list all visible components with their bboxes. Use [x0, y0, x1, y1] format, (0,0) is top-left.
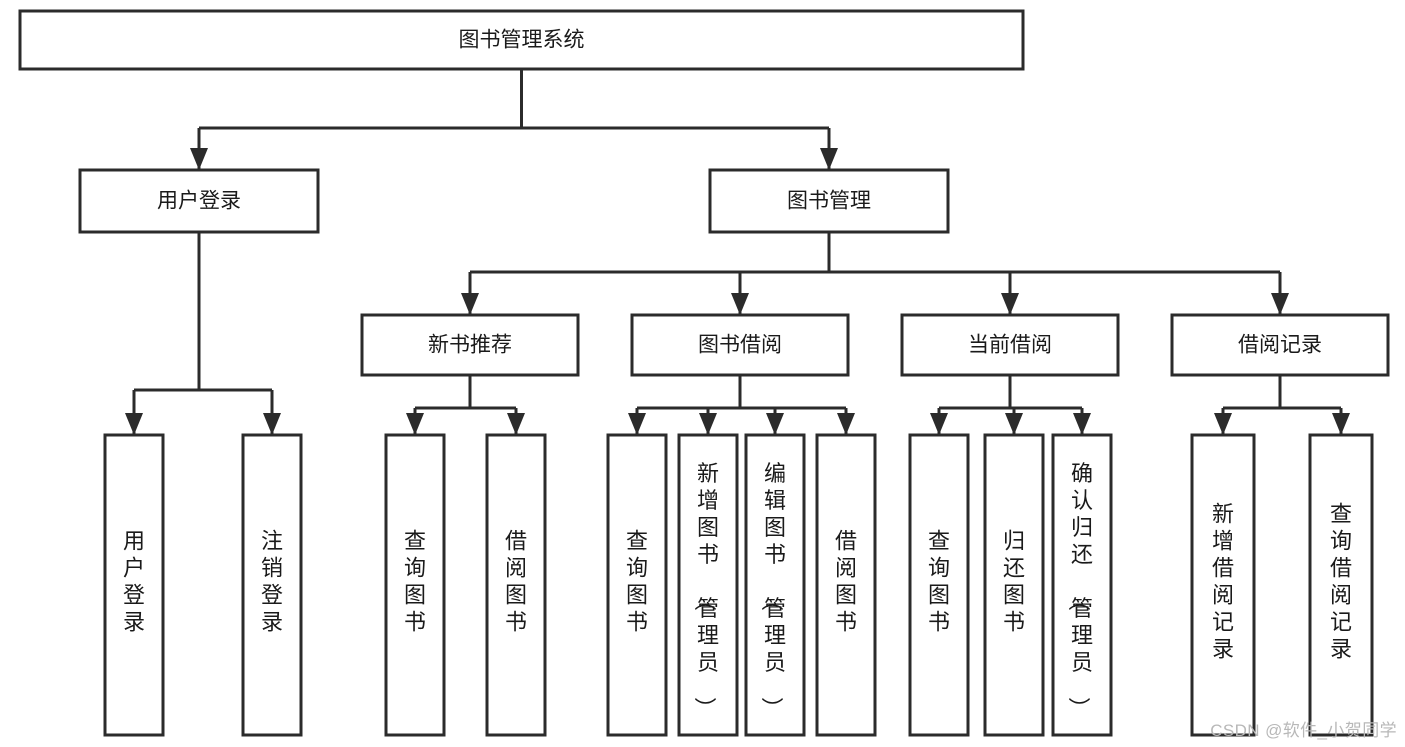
node-label: 编辑图书（管理员）: [759, 461, 786, 719]
node-label: 查询图书: [626, 529, 648, 635]
node-leaf-add-book[interactable]: 新增图书（管理员）: [677, 433, 739, 737]
node-borrow-record[interactable]: 借阅记录: [1170, 313, 1390, 377]
node-label: 用户登录: [157, 190, 241, 213]
node-box: [677, 433, 739, 737]
arrow-head-icon: [837, 413, 855, 435]
node-label: 新增借阅记录: [1212, 502, 1234, 662]
node-box: [708, 168, 950, 234]
node-leaf-query-book-1[interactable]: 查询图书: [384, 433, 446, 737]
arrow-head-icon: [1271, 293, 1289, 315]
arrow-head-icon: [1005, 413, 1023, 435]
node-box: [241, 433, 303, 737]
node-box: [1190, 433, 1256, 737]
node-leaf-query-record[interactable]: 查询借阅记录: [1308, 433, 1374, 737]
node-layer: 图书管理系统用户登录图书管理新书推荐图书借阅当前借阅借阅记录用户登录注销登录查询…: [18, 9, 1390, 737]
arrow-head-icon: [1001, 293, 1019, 315]
node-label: 确认归还（管理员）: [1066, 461, 1093, 719]
arrow-head-icon: [820, 148, 838, 170]
arrow-head-icon: [406, 413, 424, 435]
node-book-manage[interactable]: 图书管理: [708, 168, 950, 234]
arrow-head-icon: [507, 413, 525, 435]
node-leaf-user-login[interactable]: 用户登录: [103, 433, 165, 737]
node-box: [360, 313, 580, 377]
arrow-head-icon: [1214, 413, 1232, 435]
node-label: 图书管理系统: [459, 29, 585, 52]
node-book-borrow[interactable]: 图书借阅: [630, 313, 850, 377]
node-box: [815, 433, 877, 737]
arrow-head-icon: [1332, 413, 1350, 435]
node-leaf-borrow-book-1[interactable]: 借阅图书: [485, 433, 547, 737]
node-label: 用户登录: [123, 529, 145, 635]
node-box: [983, 433, 1045, 737]
arrow-head-icon: [731, 293, 749, 315]
node-new-book-recommend[interactable]: 新书推荐: [360, 313, 580, 377]
node-label: 注销登录: [261, 529, 283, 635]
arrow-head-icon: [930, 413, 948, 435]
node-box: [744, 433, 806, 737]
node-box: [900, 313, 1120, 377]
node-label: 当前借阅: [968, 334, 1052, 357]
node-leaf-borrow-book-2[interactable]: 借阅图书: [815, 433, 877, 737]
node-leaf-query-book-3[interactable]: 查询图书: [908, 433, 970, 737]
node-box: [485, 433, 547, 737]
arrow-head-icon: [699, 413, 717, 435]
node-label: 查询图书: [404, 529, 426, 635]
node-leaf-confirm-return[interactable]: 确认归还（管理员）: [1051, 433, 1113, 737]
node-box: [1170, 313, 1390, 377]
node-label: 新书推荐: [428, 334, 512, 357]
node-leaf-return-book[interactable]: 归还图书: [983, 433, 1045, 737]
arrow-head-icon: [263, 413, 281, 435]
node-box: [1051, 433, 1113, 737]
node-leaf-edit-book[interactable]: 编辑图书（管理员）: [744, 433, 806, 737]
node-box: [606, 433, 668, 737]
node-box: [18, 9, 1025, 71]
node-label: 图书借阅: [698, 334, 782, 357]
node-box: [1308, 433, 1374, 737]
arrow-head-icon: [766, 413, 784, 435]
arrow-head-icon: [1073, 413, 1091, 435]
node-current-borrow[interactable]: 当前借阅: [900, 313, 1120, 377]
node-label: 查询图书: [928, 529, 950, 635]
node-label: 新增图书（管理员）: [692, 461, 719, 719]
node-label: 借阅记录: [1238, 334, 1322, 357]
node-box: [630, 313, 850, 377]
node-label: 借阅图书: [505, 529, 527, 635]
node-box: [103, 433, 165, 737]
node-label: 图书管理: [787, 190, 871, 213]
node-leaf-logout[interactable]: 注销登录: [241, 433, 303, 737]
connector-layer: [125, 69, 1350, 435]
arrow-head-icon: [190, 148, 208, 170]
node-box: [908, 433, 970, 737]
node-box: [384, 433, 446, 737]
node-label: 查询借阅记录: [1330, 502, 1352, 662]
arrow-head-icon: [461, 293, 479, 315]
watermark-label: CSDN @软件_小贺同学: [1210, 721, 1397, 740]
node-user-login[interactable]: 用户登录: [78, 168, 320, 234]
node-leaf-add-record[interactable]: 新增借阅记录: [1190, 433, 1256, 737]
arrow-head-icon: [125, 413, 143, 435]
node-label: 归还图书: [1003, 529, 1025, 635]
node-box: [78, 168, 320, 234]
node-label: 借阅图书: [835, 529, 857, 635]
node-leaf-query-book-2[interactable]: 查询图书: [606, 433, 668, 737]
arrow-head-icon: [628, 413, 646, 435]
node-root-root[interactable]: 图书管理系统: [18, 9, 1025, 71]
